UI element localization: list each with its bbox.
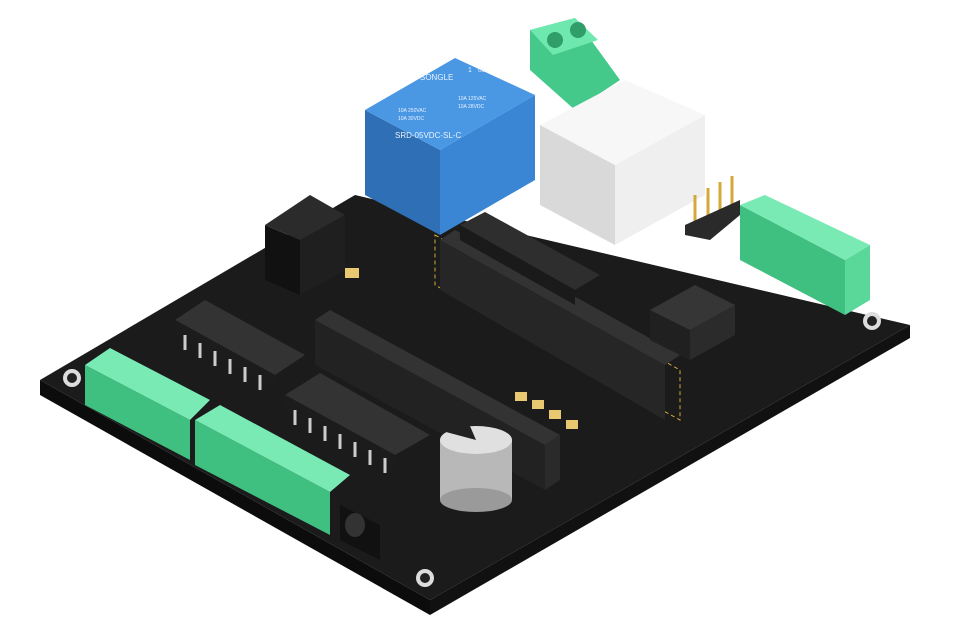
screw-terminal-2pin <box>530 18 620 110</box>
female-header-upper <box>434 230 681 421</box>
screw-terminal-right <box>740 195 870 315</box>
relay-rating-1b: 10A 30VDC <box>398 116 425 122</box>
relay-rating-2a: 10A 125VAC <box>458 96 487 102</box>
ic-chip-1 <box>175 300 305 390</box>
relay-rating-1a: 10A 250VAC <box>398 108 427 114</box>
relay-pin-mark: 1 <box>468 67 472 74</box>
screw-terminal-left-1 <box>85 348 210 460</box>
black-switch <box>265 195 345 295</box>
screw-terminal-left-2 <box>195 405 350 535</box>
dc-power-jack <box>340 505 380 560</box>
relay-rating-2b: 10A 28VDC <box>458 104 485 110</box>
ic-chip-upper <box>460 212 600 305</box>
relay-region: US <box>478 68 486 74</box>
pin-header-2x4 <box>685 176 740 240</box>
relay-model: SRD-05VDC-SL-C <box>395 131 461 140</box>
relay: SONGLE 1 US 10A 250VAC 10A 30VDC 10A 125… <box>365 58 535 235</box>
ic-chip-2 <box>285 373 430 473</box>
female-header-small <box>650 285 735 360</box>
smd-components <box>345 268 578 429</box>
electrolytic-capacitor <box>440 426 512 512</box>
relay-brand: SONGLE <box>420 73 453 82</box>
white-connector-block <box>540 80 705 245</box>
